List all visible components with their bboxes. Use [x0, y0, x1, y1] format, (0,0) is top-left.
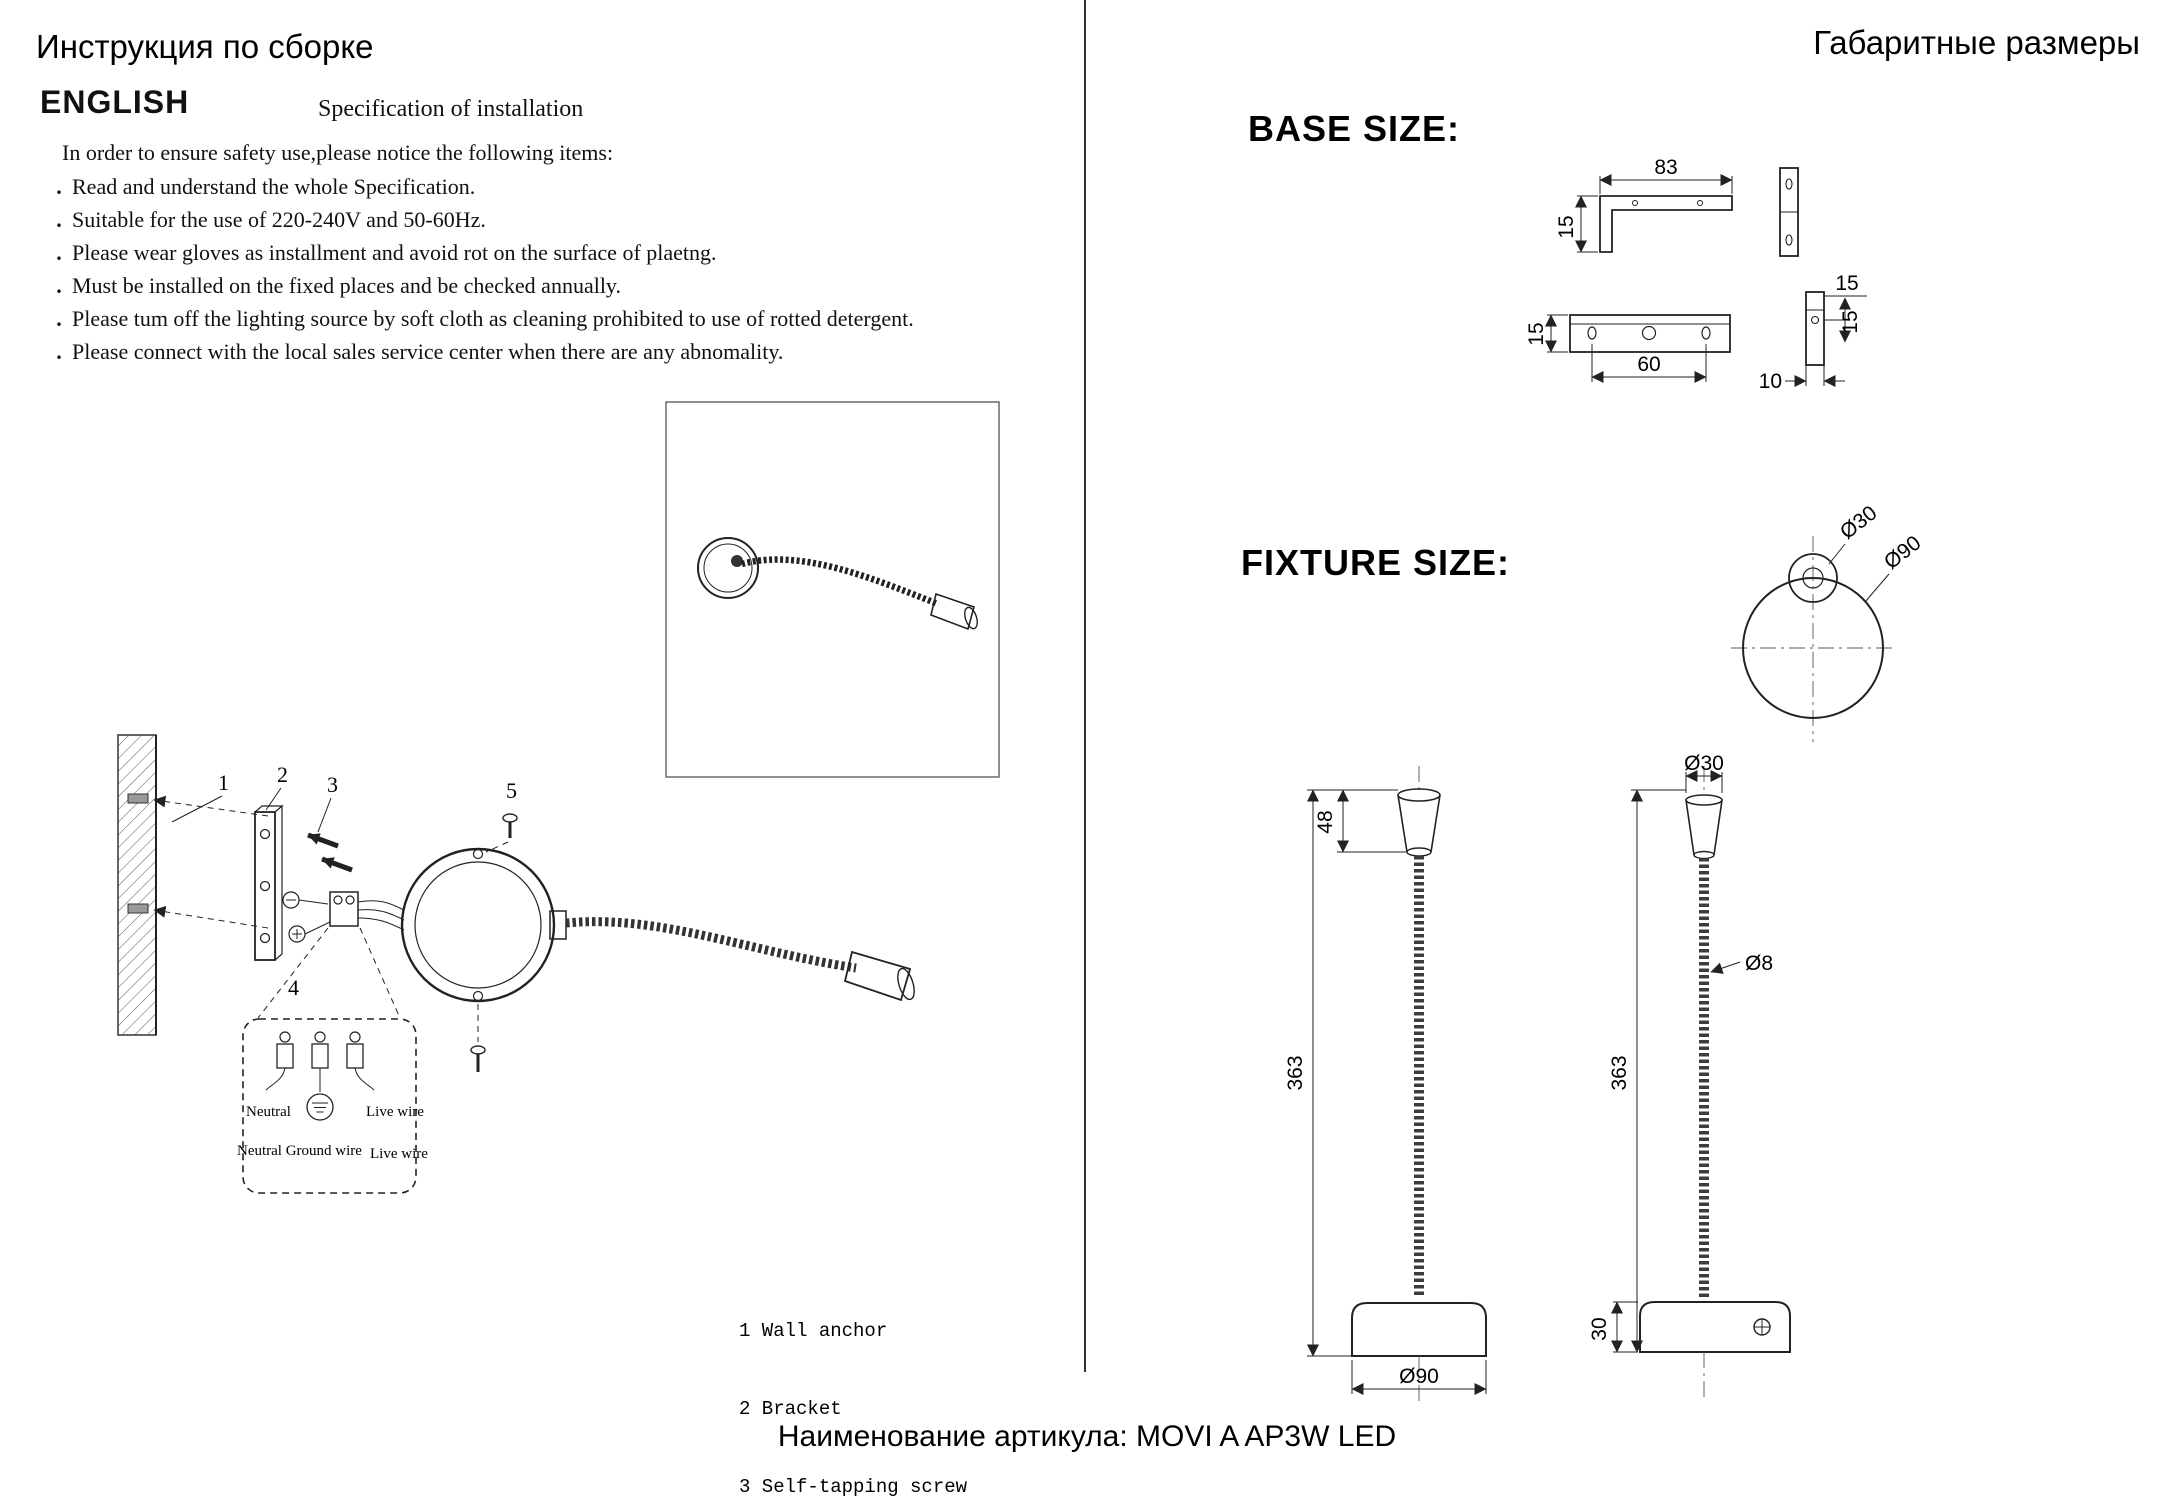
- base-side-view: 15 15 10: [1759, 272, 1867, 393]
- spec-item: . Please connect with the local sales ser…: [46, 335, 914, 368]
- spec-list: . Read and understand the whole Specifica…: [46, 170, 914, 368]
- spec-item: . Please tum off the lighting source by s…: [46, 302, 914, 335]
- dim-base-top-height: 15: [1555, 215, 1578, 238]
- ground-symbol: [306, 1093, 334, 1121]
- spec-item-text: Must be installed on the fixed places an…: [72, 273, 622, 298]
- parts-list-item: 2 Bracket: [739, 1398, 842, 1420]
- dimension-drawings: 15 83 15 60: [1284, 156, 1925, 1402]
- parts-list-item: 3 Self-tapping screw: [739, 1476, 968, 1498]
- terminal-detail: Neutral Live wire Neutral Ground wire Li…: [237, 927, 428, 1194]
- parts-list-item: 1 Wall anchor: [739, 1320, 888, 1342]
- bullet-marker: .: [56, 207, 62, 232]
- wire-label-neutral: Neutral: [246, 1104, 291, 1120]
- article-name: Наименование артикула: MOVI A AP3W LED: [777, 1420, 1397, 1453]
- bullet-marker: .: [56, 273, 62, 298]
- language-heading: ENGLISH: [40, 84, 190, 120]
- wall-anchor: [127, 793, 149, 804]
- callout-5: 5: [506, 778, 517, 803]
- base-front-view: 15 60: [1525, 314, 1731, 383]
- dim-base-front-height: 15: [1525, 322, 1548, 345]
- spec-item-text: Read and understand the whole Specificat…: [72, 174, 476, 199]
- wire-label-live-2: Live wire: [370, 1146, 428, 1162]
- spec-item-text: Suitable for the use of 220-240V and 50-…: [72, 207, 486, 232]
- spec-intro: In order to ensure safety use,please not…: [62, 140, 614, 165]
- spec-item-text: Please wear gloves as installment and av…: [72, 240, 717, 265]
- wall-section: [117, 734, 269, 1036]
- spec-item: . Read and understand the whole Specifica…: [46, 170, 914, 203]
- spec-item: . Must be installed on the fixed places a…: [46, 269, 914, 302]
- dim-side-width: 10: [1759, 370, 1782, 393]
- wire-label-neutral-ground: Neutral Ground wire: [237, 1143, 362, 1159]
- section-divider: [1084, 0, 1086, 1372]
- dim-neck-diameter: Ø8: [1745, 952, 1773, 975]
- parts-list: 1 Wall anchor 2 Bracket 3 Self-tapping s…: [739, 1266, 967, 1500]
- dim-side-height: 15: [1839, 310, 1862, 333]
- dim-fixture-top-small: Ø30: [1836, 501, 1881, 544]
- fixture-right-view: Ø30 Ø8 363 30: [1588, 752, 1791, 1402]
- dim-base-top-width: 83: [1654, 156, 1677, 179]
- page-title-right: Габаритные размеры: [1813, 24, 2140, 61]
- dim-total-height-left: 363: [1284, 1055, 1307, 1090]
- base-side-strip: [1779, 167, 1799, 257]
- bullet-marker: .: [56, 306, 62, 331]
- wall-anchor: [127, 903, 149, 914]
- bracket-drawing: [254, 804, 284, 961]
- spec-item-text: Please tum off the lighting source by so…: [72, 306, 914, 331]
- wire-label-live: Live wire: [366, 1104, 424, 1120]
- bullet-marker: .: [56, 174, 62, 199]
- lamp-head: [843, 950, 912, 1002]
- callouts: 1 2 3 5 4: [171, 762, 517, 1000]
- fixture-top-view: Ø30 Ø90: [1731, 501, 1925, 742]
- callout-1: 1: [218, 770, 229, 795]
- dim-base-diameter: Ø90: [1399, 1365, 1439, 1388]
- spec-item: . Suitable for the use of 220-240V and 50…: [46, 203, 914, 236]
- gooseneck-arm: [565, 917, 857, 973]
- screw-bottom: [470, 1045, 486, 1055]
- dim-head-height: 48: [1314, 810, 1337, 833]
- spec-subtitle: Specification of installation: [318, 96, 584, 122]
- self-tapping-screws: [307, 832, 353, 873]
- callout-2: 2: [277, 762, 288, 787]
- dim-side-offset: 15: [1835, 272, 1858, 295]
- page-title-left: Инструкция по сборке: [36, 28, 374, 65]
- finished-product-inset: [665, 401, 1000, 778]
- callout-3: 3: [327, 772, 338, 797]
- lamp-body-drawing: [400, 847, 915, 1072]
- dim-base-height: 30: [1588, 1317, 1611, 1340]
- screw-top: [485, 813, 518, 853]
- callout-4: 4: [288, 975, 299, 1000]
- fixture-size-heading: FIXTURE SIZE:: [1241, 542, 1511, 583]
- spec-item: . Please wear gloves as installment and a…: [46, 236, 914, 269]
- dim-fixture-top-big: Ø90: [1880, 531, 1925, 574]
- assembly-diagram: Neutral Live wire Neutral Ground wire Li…: [117, 401, 1000, 1194]
- bullet-marker: .: [56, 240, 62, 265]
- bullet-marker: .: [56, 339, 62, 364]
- dim-total-height-right: 363: [1608, 1055, 1631, 1090]
- dim-base-front-width: 60: [1637, 353, 1660, 376]
- spec-item-text: Please connect with the local sales serv…: [72, 339, 784, 364]
- dim-head-diameter: Ø30: [1684, 752, 1724, 775]
- base-size-heading: BASE SIZE:: [1248, 108, 1461, 149]
- terminal-inline: [282, 891, 405, 943]
- base-top-view: 15 83: [1555, 156, 1733, 253]
- fixture-left-view: 48 363 Ø90: [1284, 766, 1487, 1402]
